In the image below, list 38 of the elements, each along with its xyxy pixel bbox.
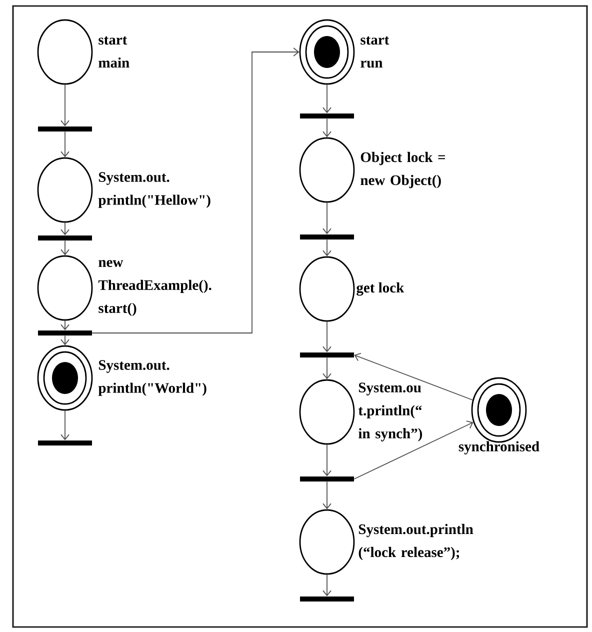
transition-bar (300, 476, 354, 482)
arrow (60, 131, 70, 158)
transition-bar (38, 440, 92, 446)
arrow (60, 222, 70, 236)
arrow (322, 481, 332, 510)
arrow (354, 352, 474, 400)
arrow (322, 444, 332, 476)
place-label: System.out.println (“lock release”); (358, 524, 474, 560)
arrow (322, 357, 332, 380)
place-label: get lock (356, 282, 404, 296)
arrow (354, 420, 474, 480)
arrow (322, 202, 332, 234)
arrow (322, 118, 332, 138)
place-label: System.out. println("Hellow") (98, 172, 210, 208)
arrow (60, 410, 70, 440)
arrow (92, 48, 300, 334)
place-label: new ThreadExample(). start() (98, 260, 212, 316)
place-label: synchronised (458, 441, 540, 454)
arrow (60, 240, 70, 256)
transition-bar (300, 234, 354, 240)
arrow (322, 574, 332, 596)
arrow (60, 84, 70, 126)
transition-bar (38, 330, 92, 336)
arrow (322, 321, 332, 352)
place-label: start run (360, 36, 390, 68)
arrow (322, 239, 332, 256)
place-label: System.out. println("World") (98, 360, 206, 396)
transition-bar (300, 352, 354, 358)
place-label: start main (98, 36, 130, 68)
arrow (60, 335, 70, 346)
place-label: System.ou t.println(“ in synch”) (358, 382, 422, 442)
transition-bar (38, 126, 92, 132)
transition-bar (300, 596, 354, 602)
arrow (322, 84, 332, 114)
transition-bar (38, 236, 92, 240)
transition-bar (300, 114, 354, 118)
arrow (60, 320, 70, 330)
place-label: Object lock = new Object() (360, 152, 445, 188)
